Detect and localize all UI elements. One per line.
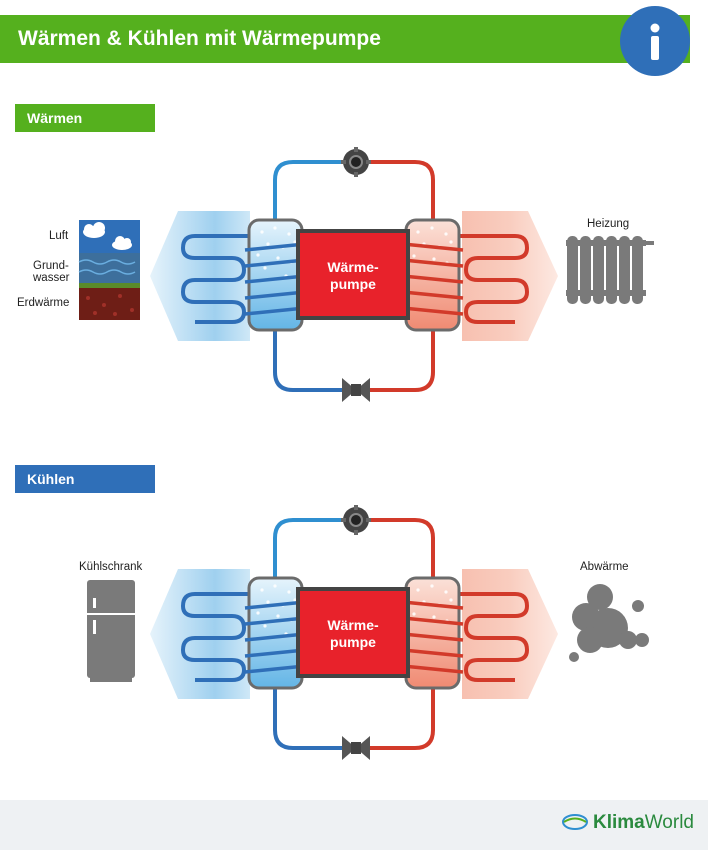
- fridge-icon: [87, 580, 135, 682]
- label-fridge: Kühlschrank: [79, 561, 143, 573]
- waste-heat-cloud-icon: [569, 584, 649, 662]
- brand-name-light: World: [644, 812, 694, 833]
- section-heating-label: Wärmen: [15, 104, 155, 132]
- page-title: Wärmen & Kühlen mit Wärmepumpe: [0, 15, 690, 63]
- label-air: Luft: [49, 230, 69, 242]
- footer: KlimaWorld: [0, 800, 708, 850]
- info-button[interactable]: [620, 6, 690, 76]
- label-geothermal: Erdwärme: [17, 297, 70, 309]
- heat-source-illustration: [78, 220, 140, 320]
- brand-name-bold: Klima: [592, 812, 645, 833]
- section-cooling-label: Kühlen: [15, 465, 155, 493]
- heat-pump-label: Wärme- pumpe: [327, 259, 379, 292]
- label-heating: Heizung: [587, 218, 630, 230]
- radiator-icon: [566, 236, 654, 304]
- label-groundwater-2: wasser: [33, 272, 70, 284]
- globe-icon: [561, 814, 588, 830]
- label-waste-heat: Abwärme: [580, 561, 629, 573]
- brand-logo: KlimaWorld: [561, 812, 694, 834]
- info-icon: [650, 23, 660, 60]
- heat-pump-label: Wärme- pumpe: [327, 617, 379, 650]
- label-groundwater-1: Grund-: [33, 260, 69, 272]
